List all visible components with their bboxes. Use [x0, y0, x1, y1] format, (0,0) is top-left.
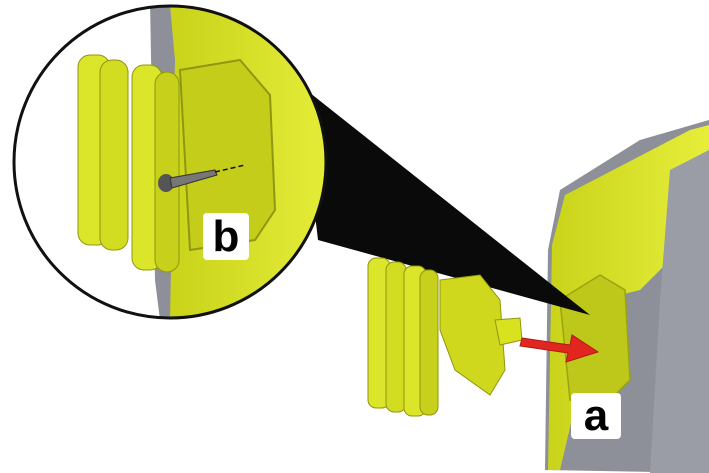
- callout-cone: [300, 85, 590, 315]
- fence-clip: [367, 257, 523, 417]
- label-a: a: [571, 393, 621, 439]
- screw-icon: [158, 164, 246, 192]
- detail-view: [14, 6, 326, 318]
- device-body: [545, 120, 709, 473]
- label-b: b: [203, 213, 249, 260]
- detail-circle: [12, 4, 328, 320]
- direction-arrow: [519, 334, 600, 363]
